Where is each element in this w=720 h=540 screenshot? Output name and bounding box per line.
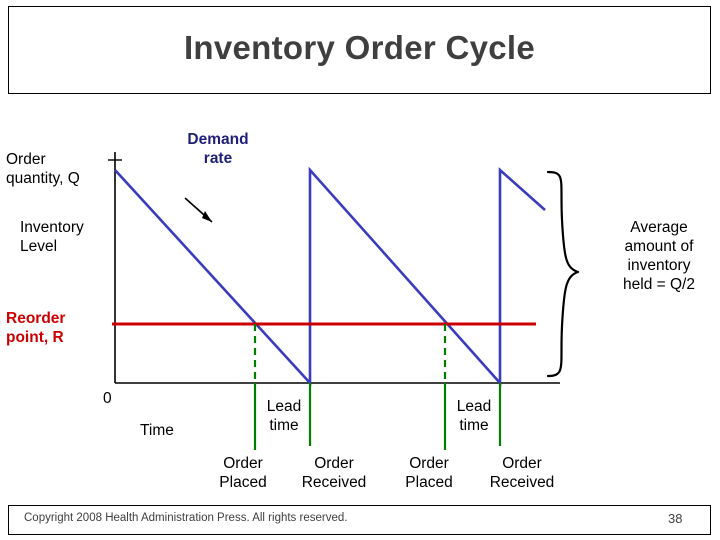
lead-time-label-2: Lead time	[456, 398, 492, 434]
average-amount-brace	[546, 170, 580, 378]
demand-rate-line	[114, 166, 546, 387]
order-quantity-label: Order quantity, Q	[6, 151, 80, 187]
page-number: 38	[668, 511, 683, 526]
order-placed-label-1: Order Placed	[219, 455, 267, 491]
order-received-label-1: Order Received	[301, 455, 367, 491]
time-axis-label: Time	[140, 422, 174, 439]
zero-label: 0	[103, 390, 112, 407]
demand-rate-label: Demand rate	[187, 131, 249, 167]
average-amount-label: Average amount of inventory held = Q/2	[623, 219, 695, 293]
title-box: Inventory Order Cycle	[8, 6, 711, 94]
order-placed-label-2: Order Placed	[405, 455, 453, 491]
reorder-point-label: Reorder point, R	[6, 310, 66, 346]
demand-rate-arrow-head	[202, 211, 212, 222]
lead-time-label-1: Lead time	[266, 398, 302, 434]
inventory-level-label: Inventory Level	[20, 219, 84, 255]
page-title: Inventory Order Cycle	[183, 29, 536, 66]
demand-rate-arrow-shaft	[184, 197, 213, 223]
order-received-label-2: Order Received	[489, 455, 555, 491]
copyright-text: Copyright 2008 Health Administration Pre…	[24, 512, 348, 524]
footer-box	[8, 505, 711, 535]
